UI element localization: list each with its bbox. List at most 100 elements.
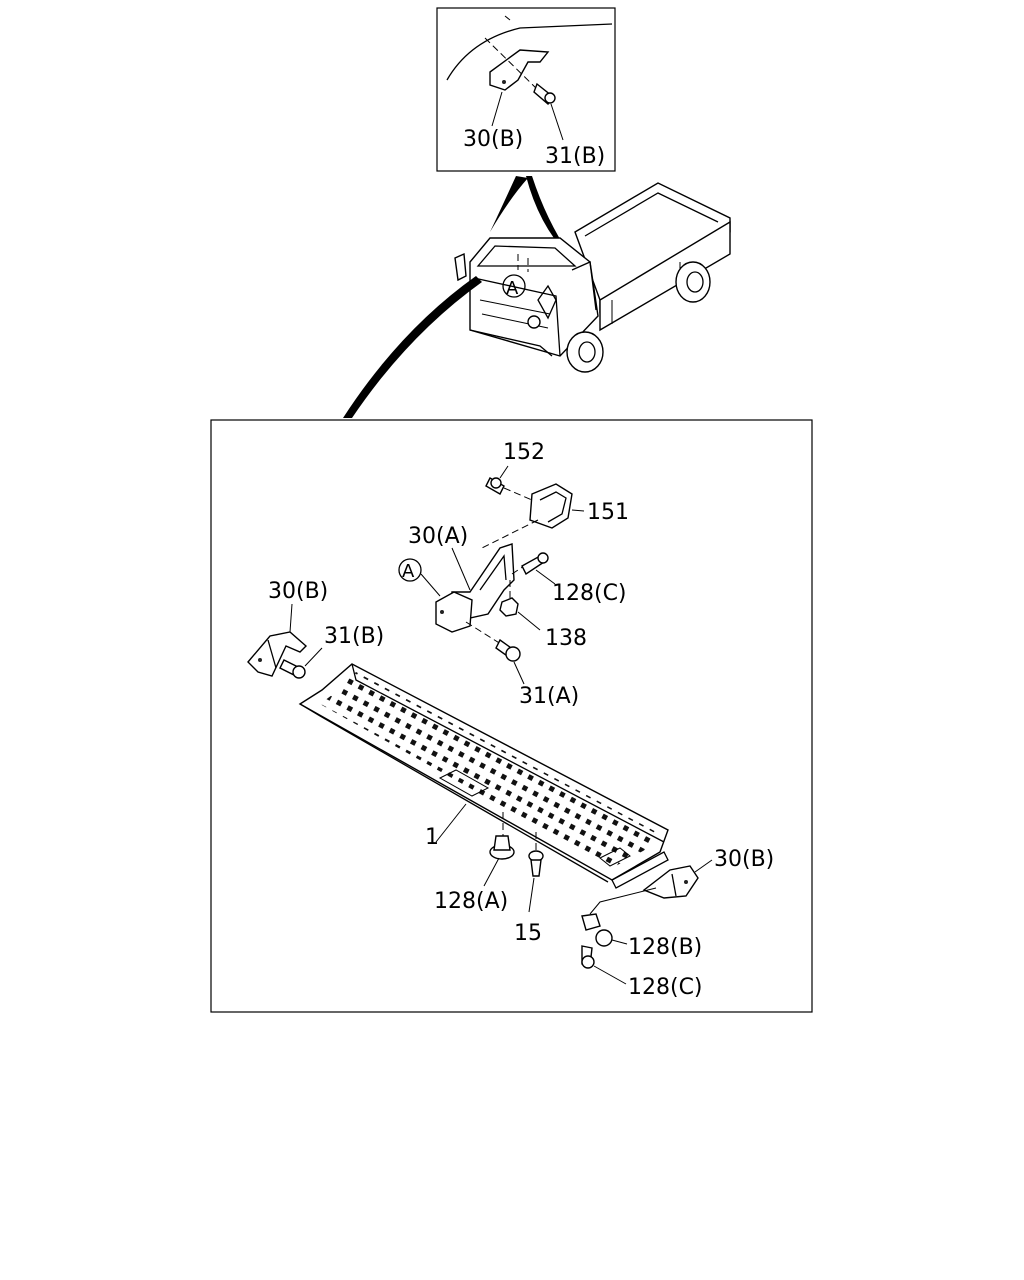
- leader-31b-left: [304, 647, 323, 667]
- part-1-panel: 1: [298, 663, 669, 889]
- bracket-30a-hole: [440, 610, 444, 614]
- truck-headlight: [537, 284, 557, 320]
- grommet-128a-stem: [493, 835, 511, 851]
- label-31a: 31(A): [519, 684, 579, 709]
- panel-1-perforations: [320, 672, 660, 868]
- leader-128a: [483, 857, 500, 887]
- panel-1-end-cap: [611, 851, 669, 889]
- inset-bracket-30b: [489, 49, 550, 91]
- part-128a-grommet: 128(A): [434, 812, 515, 914]
- bracket-30b-left-hole: [258, 658, 262, 662]
- inset-frame: [436, 7, 616, 172]
- truck-left-mirror: [454, 252, 467, 282]
- axis-128c-top: [511, 561, 531, 575]
- part-128c-top-bolt: 128(C): [511, 552, 627, 606]
- label-128c-bottom: 128(C): [628, 975, 703, 1000]
- part-30a-bracket: 30(A) A: [398, 519, 539, 633]
- truck-front-wheel: [566, 331, 604, 373]
- clip-15-stem: [530, 859, 542, 877]
- label-30b-right: 30(B): [714, 847, 774, 872]
- label-30a: 30(A): [408, 524, 468, 549]
- axis-30a-clip: [481, 519, 539, 549]
- label-152: 152: [503, 440, 545, 465]
- truck-windshield-frame: [476, 245, 577, 267]
- label-138: 138: [545, 626, 587, 651]
- main-detail-frame: [210, 419, 813, 1013]
- bracket-30a-foot: [435, 591, 473, 633]
- label-151: 151: [587, 500, 629, 525]
- leader-152: [499, 465, 509, 479]
- panel-1-bottom-edge: [299, 703, 609, 883]
- part-128c-bottom-bolt: 128(C): [581, 945, 703, 1000]
- inset-windshield-edge: [446, 23, 613, 81]
- label-15: 15: [514, 921, 542, 946]
- label-128c-top: 128(C): [552, 581, 627, 606]
- label-30b-left: 30(B): [268, 579, 328, 604]
- label-inset-31b: 31(B): [545, 144, 605, 169]
- truck-right-mirror: [527, 315, 541, 329]
- inset-leader-31b: [550, 103, 564, 141]
- inset-bracket-hole: [502, 80, 506, 84]
- part-15-clip: 15: [514, 832, 544, 946]
- part-152-screw: 152: [485, 440, 545, 501]
- nut-138: [499, 597, 519, 617]
- truck-callout-a-circle: [502, 274, 526, 298]
- bracket-30b-left-fold: [267, 639, 277, 669]
- bracket-30b-right-body: [642, 865, 699, 899]
- clip-151-inner: [539, 491, 567, 523]
- callout-a-circle: [398, 558, 422, 582]
- leader-128c-bottom: [593, 965, 627, 985]
- part-151-clip: 151: [529, 483, 629, 529]
- leader-30b-right: [694, 859, 713, 873]
- part-138-nut: 138: [499, 580, 587, 651]
- inset-bolt-axis: [484, 37, 541, 93]
- truck-rear-hub: [686, 271, 704, 293]
- panel-1-recess: [438, 769, 490, 797]
- truck-bed-inner: [584, 192, 719, 237]
- truck-callout-a: A: [506, 278, 519, 299]
- label-128a: 128(A): [434, 889, 508, 914]
- leader-30a: [451, 547, 471, 591]
- leader-128b: [611, 939, 628, 945]
- part-30b-right-bracket: 30(B): [642, 847, 774, 899]
- leader-1: [435, 803, 467, 843]
- spacer-128b-body: [581, 913, 601, 931]
- bolt-31a-head: [505, 646, 521, 662]
- bracket-30b-right-hole: [684, 880, 688, 884]
- callout-a: A: [402, 561, 415, 582]
- leader-30b-left: [289, 603, 293, 633]
- leader-138: [517, 611, 541, 631]
- main-callout-pointer: [343, 276, 482, 418]
- truck-front-face: [473, 277, 561, 357]
- truck-illustration: A: [454, 182, 731, 373]
- part-31a-bolt: 31(A): [465, 621, 579, 709]
- leader-151: [571, 509, 585, 512]
- truck-rear-wheel: [675, 261, 711, 303]
- inset-leader-30b: [491, 91, 503, 127]
- screw-152-head: [490, 477, 502, 489]
- inset-bolt-head: [544, 92, 556, 104]
- inset-mark: [504, 15, 511, 21]
- bolt-128c-bottom-head: [581, 955, 595, 969]
- leader-31a: [513, 661, 525, 685]
- bolt-128c-top-head: [537, 552, 549, 564]
- inset-callout-pointer-right: [526, 176, 575, 262]
- spacer-128b-ball: [595, 929, 613, 947]
- label-128b: 128(B): [628, 935, 702, 960]
- panel-1-notch: [599, 847, 631, 867]
- bolt-31b-left-head: [292, 665, 306, 679]
- bracket-30b-right-fold: [671, 873, 677, 897]
- part-128b-spacer: 128(B): [581, 887, 702, 960]
- truck-location-ticks: [517, 254, 529, 272]
- label-inset-30b: 30(B): [463, 127, 523, 152]
- label-1: 1: [425, 825, 439, 850]
- leader-128c-top: [535, 569, 556, 585]
- axis-128b: [589, 887, 657, 915]
- truck-bumper: [469, 329, 553, 357]
- truck-door-edge: [571, 261, 597, 311]
- axis-31a: [465, 621, 505, 647]
- truck-bed-side: [599, 220, 731, 332]
- label-31b-left: 31(B): [324, 624, 384, 649]
- part-31b-left-bolt: 31(B): [279, 624, 384, 679]
